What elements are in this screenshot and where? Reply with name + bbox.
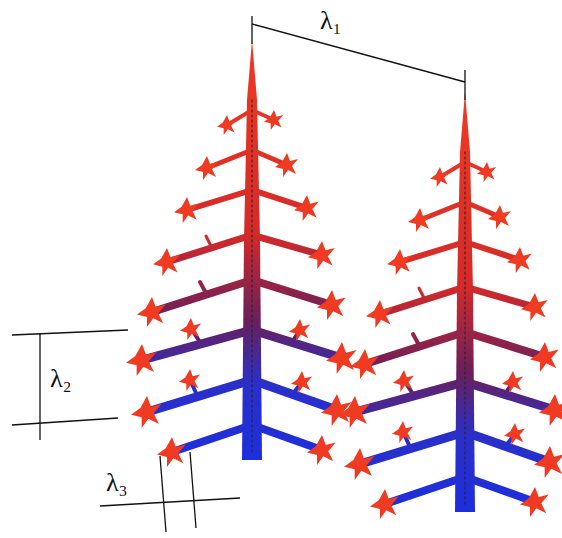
dimension-label: λ₂ [48,366,74,392]
dimension-label: λ₃ [104,470,130,496]
dimension-label: λ₁ [318,8,344,34]
